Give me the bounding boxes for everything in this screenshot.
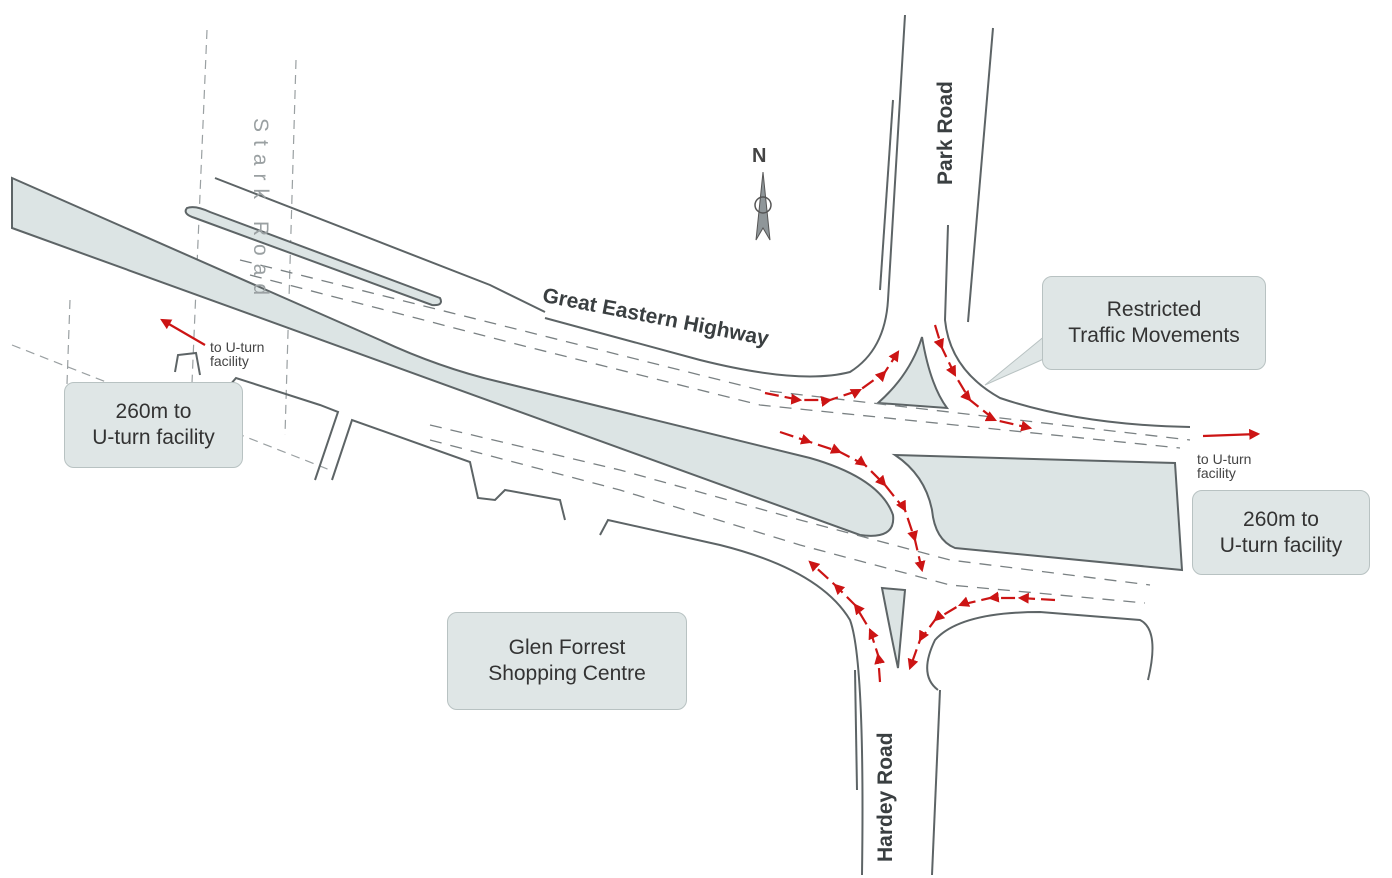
- north-arrow-icon: [754, 171, 772, 241]
- arrow-to-west-uturn: [160, 318, 206, 346]
- callout-line: U-turn facility: [1219, 533, 1343, 557]
- hardey-road-island: [880, 586, 907, 669]
- east-median: [891, 453, 1184, 572]
- side-road-faint-2: [64, 299, 71, 441]
- north-slip-island: [184, 206, 442, 307]
- hardey-road-label: Hardey Road: [874, 732, 897, 862]
- callout-line: 260m to: [115, 400, 192, 423]
- park-road-island: [875, 336, 950, 410]
- kerb-west-1: [174, 351, 201, 376]
- highway-north-edge: [214, 177, 546, 313]
- callout-tail: [984, 333, 1047, 386]
- hardey-road-median-line: [854, 669, 858, 791]
- callout-line: 260m to: [1243, 507, 1319, 531]
- east-uturn-note: to U-turn facility: [1197, 452, 1251, 480]
- west-uturn-callout: 260m to U-turn facility: [64, 382, 243, 468]
- callout-line: Glen Forrest: [508, 636, 626, 659]
- flow-arrow-east-to-hardey: [907, 591, 1056, 671]
- note-line: to U-turn: [1197, 451, 1252, 467]
- note-line: to U-turn: [210, 339, 265, 355]
- flow-arrow-park-to-east: [933, 324, 1033, 432]
- flow-arrow-west-to-hardey: [779, 430, 926, 573]
- shopping-centre-callout: Glen Forrest Shopping Centre: [447, 612, 687, 710]
- callout-line: Traffic Movements: [1068, 324, 1240, 347]
- hardey-road-east-edge: [931, 689, 941, 876]
- callout-line: Shopping Centre: [488, 662, 646, 685]
- stark-road-edge-west: [189, 29, 208, 431]
- arrow-to-east-uturn: [1202, 428, 1261, 440]
- park-road-label: Park Road: [934, 81, 957, 185]
- note-line: facility: [1197, 465, 1236, 481]
- west-uturn-note: to U-turn facility: [210, 340, 264, 368]
- compass-label: N: [752, 145, 767, 167]
- hardey-road-east-return: [926, 610, 1154, 691]
- flow-arrow-east-to-park: [764, 350, 900, 407]
- kerb-west-3: [331, 418, 566, 521]
- east-uturn-callout: 260m to U-turn facility: [1192, 490, 1370, 575]
- note-line: facility: [210, 353, 249, 369]
- callout-line: Restricted: [1106, 298, 1202, 321]
- kerb-west-2: [229, 376, 340, 481]
- stark-road-label: Stark Road: [249, 118, 272, 304]
- callout-line: U-turn facility: [92, 426, 215, 449]
- park-road-median-line: [879, 99, 894, 291]
- park-road-east-edge: [967, 27, 994, 323]
- flow-arrow-hardey-to-west: [808, 560, 886, 683]
- restricted-movements-callout: Restricted Traffic Movements: [1042, 276, 1266, 370]
